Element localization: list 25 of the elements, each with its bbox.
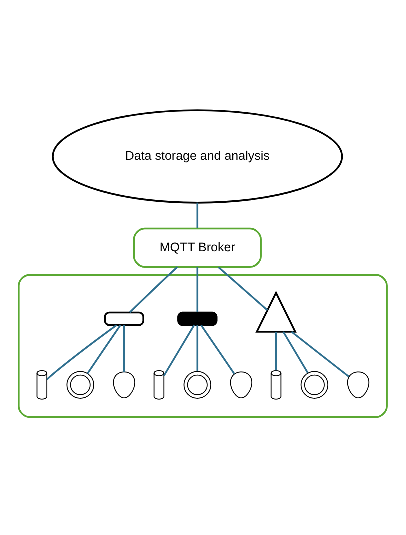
node-router (178, 312, 218, 326)
node-camera (184, 371, 212, 399)
connector (200, 324, 236, 375)
connector (196, 325, 199, 372)
node-router (104, 312, 144, 326)
connector (123, 325, 126, 372)
connector (196, 267, 199, 312)
node-ellipse: Data storage and analysis (52, 110, 344, 204)
node-camera (300, 371, 329, 399)
node-drop (113, 372, 136, 399)
connector (163, 324, 196, 376)
connector (87, 324, 122, 374)
connector (46, 324, 118, 380)
cluster (18, 274, 388, 418)
connector (282, 332, 309, 374)
connector (218, 266, 268, 312)
connector (291, 331, 350, 378)
node-drop (347, 372, 370, 399)
node-drop (230, 372, 253, 399)
node-tower (256, 291, 297, 333)
node-box: MQTT Broker (133, 228, 262, 268)
connector (275, 332, 278, 371)
connector (130, 266, 178, 314)
node-camera (66, 371, 94, 399)
connector (196, 202, 199, 228)
